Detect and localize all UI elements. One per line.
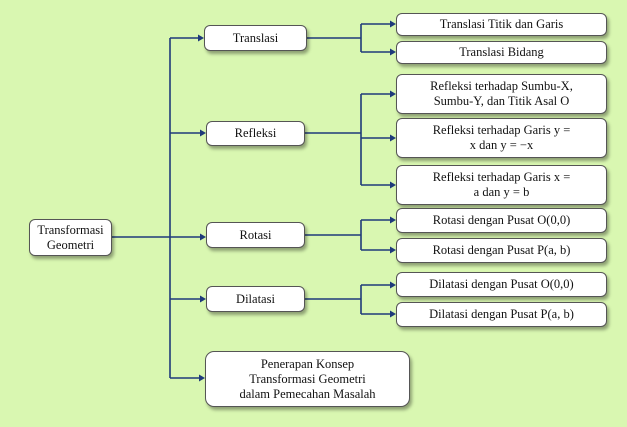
connector-arrowhead	[200, 295, 206, 303]
leaf-dilatasi-pusat-p: Dilatasi dengan Pusat P(a, b)	[396, 302, 607, 327]
node-refleksi: Refleksi	[206, 121, 305, 146]
connector-arrowhead	[200, 129, 206, 137]
connector-arrowhead	[390, 246, 396, 254]
connector-arrowhead	[390, 281, 396, 289]
leaf-translasi-titik-garis: Translasi Titik dan Garis	[396, 13, 607, 36]
leaf-refleksi-garis-xa: Refleksi terhadap Garis x = a dan y = b	[396, 165, 607, 205]
node-dilatasi: Dilatasi	[206, 286, 305, 312]
leaf-rotasi-pusat-p: Rotasi dengan Pusat P(a, b)	[396, 238, 607, 263]
node-rotasi: Rotasi	[206, 222, 305, 248]
connector-arrowhead	[390, 216, 396, 224]
node-penerapan: Penerapan Konsep Transformasi Geometri d…	[205, 351, 410, 407]
connector-arrowhead	[199, 374, 205, 382]
leaf-translasi-bidang: Translasi Bidang	[396, 41, 607, 64]
connector-arrowhead	[390, 134, 396, 142]
leaf-refleksi-garis-yx: Refleksi terhadap Garis y = x dan y = −x	[396, 118, 607, 158]
connector-arrowhead	[390, 20, 396, 28]
leaf-refleksi-sumbu: Refleksi terhadap Sumbu-X, Sumbu-Y, dan …	[396, 74, 607, 114]
root-node: Transformasi Geometri	[29, 219, 112, 256]
connector-arrowhead	[198, 34, 204, 42]
connector-arrowhead	[390, 310, 396, 318]
connector-arrowhead	[390, 90, 396, 98]
leaf-rotasi-pusat-o: Rotasi dengan Pusat O(0,0)	[396, 208, 607, 233]
connector-arrowhead	[390, 181, 396, 189]
node-translasi: Translasi	[204, 25, 307, 51]
connector-arrowhead	[200, 233, 206, 241]
connector-arrowhead	[390, 48, 396, 56]
leaf-dilatasi-pusat-o: Dilatasi dengan Pusat O(0,0)	[396, 272, 607, 297]
